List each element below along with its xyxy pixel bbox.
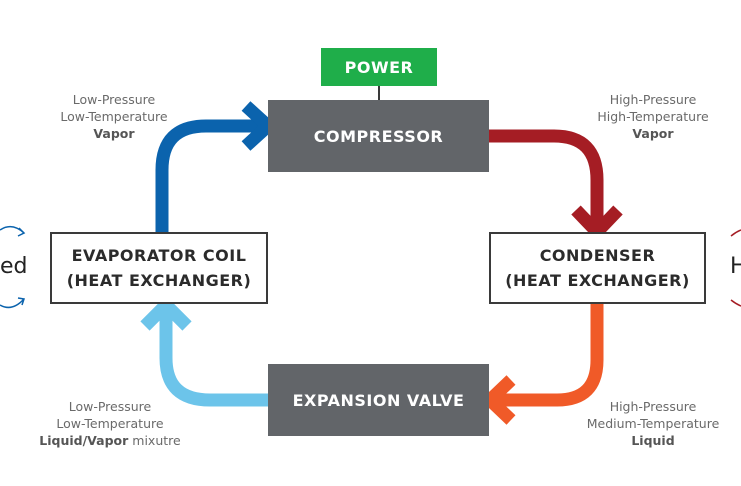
condenser-label-line2: (HEAT EXCHANGER) xyxy=(505,271,690,290)
state-pressure: Low-Pressure xyxy=(68,399,152,414)
condenser-box: CONDENSER (HEAT EXCHANGER) xyxy=(489,232,706,304)
right-air-arrows xyxy=(730,229,741,307)
state-label-top-right: High-Pressure High-Temperature Vapor xyxy=(563,91,741,142)
arrow-condenser-to-expansion-valve xyxy=(480,304,604,425)
state-phase: Liquid xyxy=(631,433,675,448)
state-temperature: Low-Temperature xyxy=(60,109,168,124)
arrow-compressor-to-condenser xyxy=(489,129,623,242)
state-label-bottom-right: High-Pressure Medium-Temperature Liquid xyxy=(563,398,741,449)
state-temperature: High-Temperature xyxy=(597,109,709,124)
power-label: POWER xyxy=(344,57,414,77)
state-temperature: Low-Temperature xyxy=(56,416,164,431)
condenser-label-line1: CONDENSER xyxy=(539,246,656,265)
state-phase: Vapor xyxy=(93,126,135,141)
state-phase-suffix: mixutre xyxy=(128,433,181,448)
evaporator-label-line1: EVAPORATOR COIL xyxy=(71,246,247,265)
evaporator-label-line2: (HEAT EXCHANGER) xyxy=(66,271,252,290)
arrow-expansion-valve-to-evaporator xyxy=(140,295,268,407)
evaporator-box: EVAPORATOR COIL (HEAT EXCHANGER) xyxy=(50,232,268,304)
expansion-valve-label: EXPANSION VALVE xyxy=(292,390,465,410)
state-pressure: High-Pressure xyxy=(609,92,697,107)
state-label-top-left: Low-Pressure Low-Temperature Vapor xyxy=(24,91,204,142)
state-phase: Liquid/Vapor xyxy=(39,433,129,448)
power-box: POWER xyxy=(321,48,437,86)
side-text-right: H xyxy=(730,254,741,279)
left-air-arrows xyxy=(0,225,26,309)
state-pressure: Low-Pressure xyxy=(72,92,156,107)
state-temperature: Medium-Temperature xyxy=(586,416,720,431)
side-text-left: ed xyxy=(0,254,28,279)
state-phase: Vapor xyxy=(632,126,674,141)
compressor-label: COMPRESSOR xyxy=(313,126,444,146)
expansion-valve-box: EXPANSION VALVE xyxy=(268,364,489,436)
state-pressure: High-Pressure xyxy=(609,399,697,414)
compressor-box: COMPRESSOR xyxy=(268,100,489,172)
state-label-bottom-left: Low-Pressure Low-Temperature Liquid/Vapo… xyxy=(20,398,200,449)
